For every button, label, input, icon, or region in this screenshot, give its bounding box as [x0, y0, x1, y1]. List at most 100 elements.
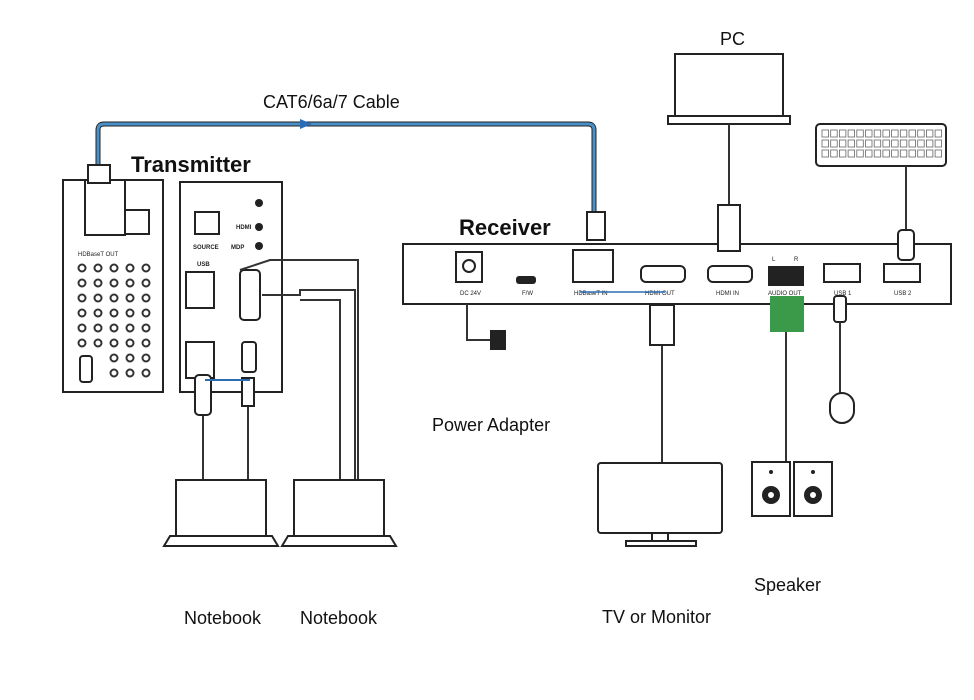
receiver-title: Receiver [459, 215, 551, 240]
vent-hole [141, 323, 151, 333]
vent-hole [109, 293, 119, 303]
key [865, 129, 873, 138]
mini-dp-port-icon [241, 341, 257, 373]
key [856, 139, 864, 148]
key [899, 149, 908, 158]
cable-direction-arrow [300, 119, 312, 129]
key [899, 129, 908, 138]
power-plug-icon [490, 330, 506, 350]
power-led-icon [255, 199, 263, 207]
vent-hole [93, 308, 103, 318]
usb-plug-icon [897, 229, 915, 261]
hdmi-cable [262, 289, 356, 480]
vent-hole [109, 338, 119, 348]
transmitter-side-view: HDBaseT OUT [62, 164, 164, 393]
notebook-2 [280, 479, 398, 547]
notebook-1-label: Notebook [184, 608, 262, 628]
key [891, 139, 899, 148]
audio-out-label: AUDIO OUT [768, 291, 802, 297]
power-adapter-label: Power Adapter [432, 415, 550, 435]
vent-hole [77, 278, 87, 288]
dc-label: DC 24V [460, 291, 481, 297]
key [926, 139, 934, 148]
micro-hdmi-port-icon [79, 355, 93, 383]
keyboard [815, 123, 947, 167]
vent-hole [141, 368, 151, 378]
pc-laptop [667, 53, 791, 125]
key [873, 129, 882, 138]
key [830, 129, 838, 138]
key [830, 139, 838, 148]
key [899, 139, 908, 148]
audio-out-port-icon [768, 266, 804, 286]
vent-hole [125, 278, 135, 288]
notebook-2-label: Notebook [300, 608, 378, 628]
notebook-1 [162, 479, 280, 547]
pc-label: PC [720, 29, 745, 49]
vent-hole [77, 338, 87, 348]
fw-port-icon [516, 276, 536, 284]
key [926, 129, 934, 138]
vent-hole [125, 368, 135, 378]
mdp-led-label: MDP [231, 245, 244, 251]
key [873, 149, 882, 158]
key [821, 139, 829, 148]
key [891, 149, 899, 158]
key [891, 129, 899, 138]
vent-hole [77, 308, 87, 318]
mouse [829, 392, 855, 424]
vent-hole [77, 293, 87, 303]
speaker-right [793, 461, 833, 517]
source-label: SOURCE [193, 245, 219, 251]
key [882, 149, 890, 158]
vent-hole [109, 368, 119, 378]
key [821, 149, 829, 158]
key [830, 149, 838, 158]
vent-hole [125, 323, 135, 333]
usb2-port-icon [883, 263, 921, 283]
key [856, 149, 864, 158]
vent-hole [125, 263, 135, 273]
transmitter-front-view: SOURCE HDMI MDP USB [179, 181, 283, 393]
usb-b-port-2-icon [185, 341, 215, 379]
vent-hole [125, 338, 135, 348]
vent-hole [77, 323, 87, 333]
key [821, 129, 829, 138]
hdmi-in-port-icon [707, 265, 753, 283]
transmitter-title: Transmitter [131, 152, 251, 177]
usb1-label: USB 1 [834, 291, 852, 297]
key [908, 139, 916, 148]
usb2-label: USB 2 [894, 291, 912, 297]
vent-hole [109, 308, 119, 318]
tv-label: TV or Monitor [602, 607, 711, 627]
usb-label: USB [197, 262, 210, 268]
key [839, 129, 847, 138]
source-button[interactable] [194, 211, 220, 235]
speaker-left [751, 461, 791, 517]
vent-holes [77, 263, 151, 378]
usb-b-port-icon [185, 271, 215, 309]
key [882, 129, 890, 138]
key [847, 129, 855, 138]
vent-hole [93, 263, 103, 273]
audio-l-label: L [772, 257, 776, 263]
hdbaset-in-port-icon [572, 249, 614, 283]
vent-hole [125, 308, 135, 318]
hdmi-out-label: HDMI OUT [645, 291, 675, 297]
key [917, 139, 925, 148]
vent-hole [93, 278, 103, 288]
key [873, 139, 882, 148]
vent-hole [109, 323, 119, 333]
hdmi-plug-icon [649, 304, 675, 346]
key [882, 139, 890, 148]
key [865, 149, 873, 158]
vent-hole [141, 278, 151, 288]
key [908, 129, 916, 138]
vent-hole [141, 338, 151, 348]
key [847, 149, 855, 158]
vent-hole [141, 353, 151, 363]
tv-monitor [597, 462, 723, 547]
receiver-device: DC 24V F/W HDBaseT IN HDMI OUT HDMI IN L… [402, 243, 952, 305]
audio-plug-icon [770, 296, 804, 332]
